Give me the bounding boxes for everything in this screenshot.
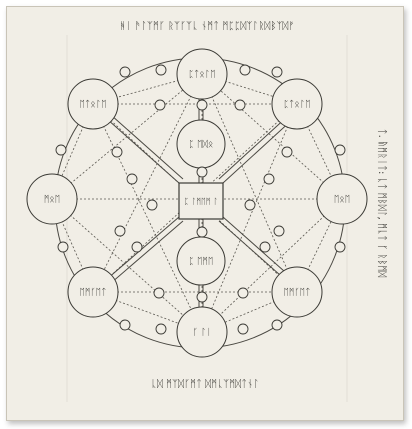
node-circle-bottom (176, 306, 228, 358)
node-circle-lower-right (271, 266, 323, 318)
node-label-left: ᛗᛟᛖ (44, 194, 60, 205)
tree-diagram: ᛈᛏᛟᛚᛖ ᛖᛏᛟᛚᛖ ᛈᛏᛟᛚᛖ ᛗᛟᛖ ᛖᛟᛖ ᛖᛗᚴᛖᛏ ᛖᛗᚴᛖᛏ ᚴ … (26, 20, 387, 402)
node-circle-lower-left (67, 266, 119, 318)
bottom-caption: ᚳᛞ ᛗᛉᛞᚴᛗᛏ ᛞᛗᚳᛉᛗᛞᛏᚾᛚ (151, 379, 259, 390)
node-label-upper-right: ᛈᛏᛟᛚᛖ (283, 99, 310, 110)
node-label-top: ᛈᛏᛟᛚᛖ (188, 69, 215, 80)
node-label-upper-left: ᛖᛏᛟᛚᛖ (79, 99, 106, 110)
node-label-inner-lower: ᛈ ᛖᛗᛖ (189, 256, 213, 267)
top-caption: ᚻᛁ ᚫᛚᛉᛗᚴ ᚱᛉᚴᛉᚳ ᚾᛗᛏ ᛗᛈᛈᛞᛉᛚᚱᛞᛒᛉᛞᚠ (120, 20, 295, 32)
node-circle-left (26, 173, 78, 225)
center-square (178, 182, 224, 220)
node-label-lower-right: ᛖᛗᚴᛖᛏ (283, 287, 310, 298)
node-label-inner-upper: ᛈ ᛖᛞᛟ (189, 139, 213, 150)
center-square-label: ᛈ ᛚᛗᛖᛗ ᛚ (184, 197, 218, 206)
node-circle-top (176, 48, 228, 100)
node-circle-upper-left (67, 78, 119, 130)
manuscript-page: ᛈᛏᛟᛚᛖ ᛖᛏᛟᛚᛖ ᛈᛏᛟᛚᛖ ᛗᛟᛖ ᛖᛟᛖ ᛖᛗᚴᛖᛏ ᛖᛗᚴᛖᛏ ᚴ … (6, 6, 404, 421)
node-label-lower-left: ᛖᛗᚴᛖᛏ (79, 287, 106, 298)
node-label-right: ᛖᛟᛖ (334, 194, 350, 205)
path-markers (55, 64, 346, 335)
right-caption: ᛏ. ᚥᛗᚱᛁᛏ: ᚳᛏ ᛗᛒᛞᛚ, ᛗᚳᛏ ᚴ ᚱᛒᛗᛞ (376, 129, 387, 278)
node-label-bottom: ᚴ ᛚᛁ (192, 327, 211, 338)
node-circle-right (316, 173, 368, 225)
node-circle-upper-right (271, 78, 323, 130)
